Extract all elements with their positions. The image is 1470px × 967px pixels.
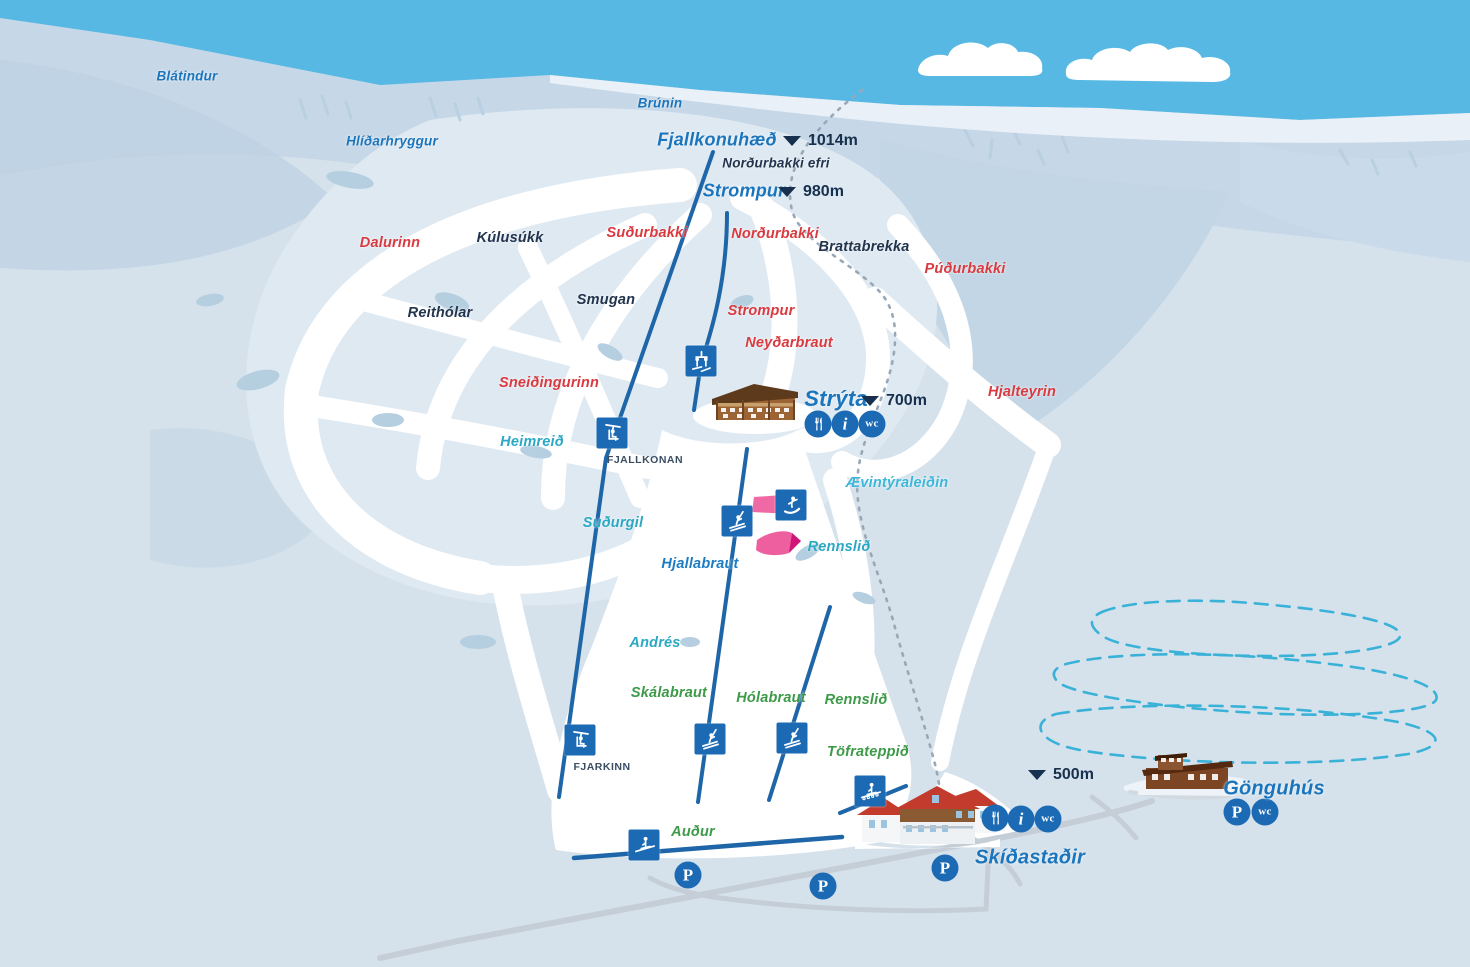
mountain-label-brunin: Brúnin [637,95,683,111]
chairlift-icon-fjallkonan [596,417,628,449]
ridge-cornice [550,75,1470,143]
trail-label-brattabrekka: Brattabrekka [818,239,910,255]
elevation-value: 980m [803,183,844,200]
parking-letter: P [939,858,951,878]
trail-label-sudurbakki: Suðurbakki [606,225,688,241]
trail-label-tofrateppid: Töfrateppið [827,744,909,760]
wc-letters: wc [1041,812,1055,825]
parking-icon: P [809,872,837,900]
wc-letters: wc [865,417,879,430]
parking-letter: P [1231,802,1243,822]
restaurant-icon [804,410,832,438]
area-boundary-dotted-line [788,88,942,797]
tbar-lift-glyph [691,350,711,372]
elevation-base: 500m [1028,766,1094,784]
trail-label-aevintyraleidin: Ævintýraleiðin [845,475,949,491]
peak-label-fjallkonuhaed: Fjallkonuhæð [657,129,777,150]
elevation-triangle-icon [783,136,801,146]
skier-drag-lift-icon [776,722,808,754]
snowboarder-icon [775,489,807,521]
elevation-value: 1014m [808,132,858,149]
magic-carpet-icon-audur [628,829,660,861]
parking-icon: P [674,861,702,889]
elevation-stryta: 700m [861,392,927,410]
fork-knife-glyph [815,417,822,431]
trail-label-hjallabraut: Hjallabraut [661,556,739,572]
trail-label-skalabraut: Skálabraut [630,685,708,701]
trail-label-andres: Andrés [629,635,681,651]
elevation-strompur: 980m [778,183,844,201]
trail-label-sneidingurinn: Sneiðingurinn [498,375,600,391]
wc-icon: wc [1034,805,1062,833]
elevation-fjallkonuhaed: 1014m [783,132,858,150]
elevation-value: 500m [1053,766,1094,783]
trail-label-holabraut: Hólabraut [736,690,806,706]
peak-label-stryta: Strýta [804,386,868,411]
lift-station-label-fjallkonan: FJALLKONAN [606,454,684,466]
facility-label-gonguhus: Gönguhús [1223,777,1325,800]
skier-glyph [728,510,746,532]
elevation-triangle-icon [861,396,879,406]
info-icon: i [1007,805,1035,833]
elevation-triangle-icon [1028,770,1046,780]
parking-letter: P [817,876,829,896]
tbar-lift-icon-strompur [685,345,717,377]
trail-label-rennslid-upper: Rennslið [807,539,871,555]
skier-glyph [701,728,719,750]
magic-carpet-icon-tofrateppid [854,775,886,807]
parking-icon: P [931,854,959,882]
trail-label-nordurbakki: Norðurbakki [731,226,819,242]
chairlift-glyph [604,423,621,441]
carpet-glyph [634,836,655,852]
parking-icon: P [1223,798,1251,826]
gonguhus-building [1138,753,1234,796]
fork-knife-glyph [992,811,999,825]
cross-country-loops [1039,599,1438,765]
wc-icon: wc [1251,798,1279,826]
trail-label-kulusukk: Kúlusúkk [476,230,544,246]
facility-label-skidastadir: Skíðastaðir [974,846,1086,869]
trail-label-pudurbakki: Púðurbakki [924,261,1006,277]
sky [0,0,1470,120]
trail-label-dalurinn: Dalurinn [359,235,421,251]
snowboarder-glyph [783,496,800,514]
parking-letter: P [682,865,694,885]
wc-letters: wc [1258,805,1272,818]
rock-hatches [298,94,1418,176]
trail-label-neydarbraut: Neyðarbraut [745,335,833,351]
trail-label-sudurgil: Suðurgil [582,515,644,531]
clouds [918,42,1231,82]
skier-drag-lift-icon [694,723,726,755]
elevation-value: 700m [886,392,927,409]
restaurant-icon [981,804,1009,832]
trail-label-smugan: Smugan [576,292,636,308]
trail-label-hjalteyrin: Hjalteyrin [987,384,1057,400]
trail-label-nordurbakki-efri: Norðurbakki efri [722,155,830,171]
mountain-label-hlidarhryggur: Hlíðarhryggur [346,133,438,149]
info-letter: i [1018,809,1024,829]
stryta-lodge [710,384,800,426]
carpet-glyph [860,782,881,800]
trail-label-strompur: Strompur [727,303,795,319]
wc-icon: wc [858,410,886,438]
trail-label-reitholar: Reithólar [407,305,473,321]
mountain-label-blatindur: Blátindur [156,68,218,84]
trail-label-heimreid: Heimreið [500,434,564,450]
info-icon: i [831,410,859,438]
info-letter: i [842,414,848,434]
skier-glyph [783,727,801,749]
terrain-accents [196,171,876,649]
trail-label-rennslid-lower: Rennslið [824,692,888,708]
skier-drag-lift-icon [721,505,753,537]
chairlift-glyph [572,730,589,748]
lift-station-label-fjarkinn: FJARKINN [573,761,631,773]
elevation-triangle-icon [778,187,796,197]
peak-label-strompur: Strompur [702,180,786,201]
roads [377,790,1230,961]
chairlift-icon-fjarkinn [564,724,596,756]
trail-label-audur: Auður [671,824,715,840]
